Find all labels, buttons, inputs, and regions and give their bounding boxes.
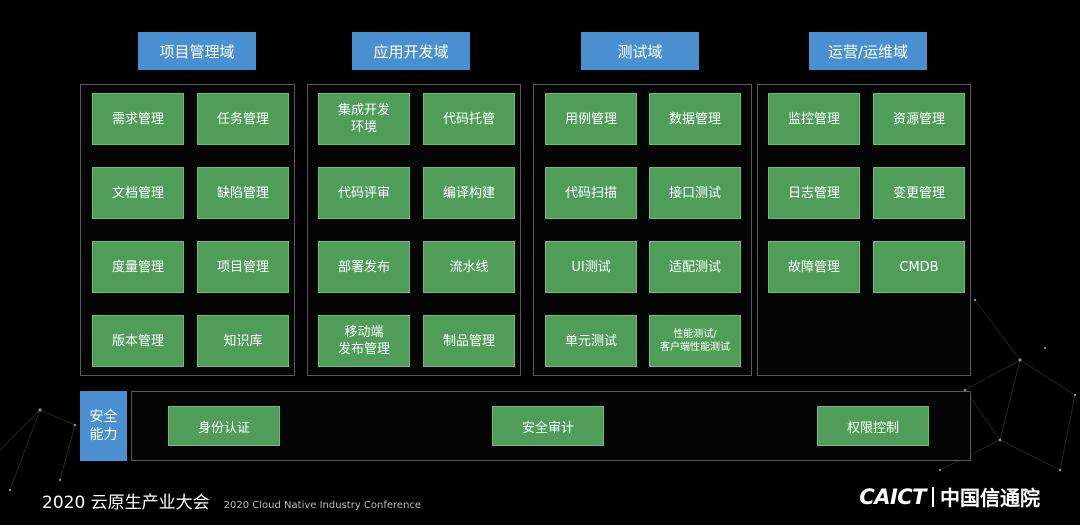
security-label: 安全 能力 bbox=[80, 391, 127, 461]
tile-compat-test[interactable]: 适配测试 bbox=[649, 241, 741, 293]
tile-unit-test[interactable]: 单元测试 bbox=[545, 315, 637, 367]
tile-security-audit[interactable]: 安全审计 bbox=[492, 406, 604, 446]
domain-title-project-management: 项目管理域 bbox=[138, 32, 256, 70]
tile-artifacts[interactable]: 制品管理 bbox=[423, 315, 515, 367]
conference-branding: 2020 云原生产业大会 2020 Cloud Native Industry … bbox=[42, 488, 421, 513]
tile-code-review[interactable]: 代码评审 bbox=[318, 167, 410, 219]
tile-logs[interactable]: 日志管理 bbox=[768, 167, 860, 219]
tile-cmdb[interactable]: CMDB bbox=[873, 241, 965, 293]
domain-title-app-development: 应用开发域 bbox=[352, 32, 470, 70]
tile-deploy[interactable]: 部署发布 bbox=[318, 241, 410, 293]
tile-metrics[interactable]: 度量管理 bbox=[92, 241, 184, 293]
tile-build[interactable]: 编译构建 bbox=[423, 167, 515, 219]
tile-tasks[interactable]: 任务管理 bbox=[197, 93, 289, 145]
tile-authentication[interactable]: 身份认证 bbox=[168, 406, 280, 446]
conference-title-en: 2020 Cloud Native Industry Conference bbox=[223, 500, 422, 511]
tile-resources[interactable]: 资源管理 bbox=[873, 93, 965, 145]
tile-api-test[interactable]: 接口测试 bbox=[649, 167, 741, 219]
tile-incidents[interactable]: 故障管理 bbox=[768, 241, 860, 293]
tile-ide[interactable]: 集成开发 环境 bbox=[318, 93, 410, 145]
caict-logo-cn: 中国信通院 bbox=[940, 486, 1040, 510]
tile-versions[interactable]: 版本管理 bbox=[92, 315, 184, 367]
caict-logo-text: CAICT bbox=[859, 484, 926, 509]
caict-logo: CAICT 中国信通院 bbox=[859, 482, 1040, 511]
tile-documents[interactable]: 文档管理 bbox=[92, 167, 184, 219]
tile-code-scan[interactable]: 代码扫描 bbox=[545, 167, 637, 219]
tile-test-cases[interactable]: 用例管理 bbox=[545, 93, 637, 145]
logo-divider bbox=[932, 486, 934, 507]
tile-knowledge-base[interactable]: 知识库 bbox=[197, 315, 289, 367]
tile-code-hosting[interactable]: 代码托管 bbox=[423, 93, 515, 145]
tile-defects[interactable]: 缺陷管理 bbox=[197, 167, 289, 219]
tile-changes[interactable]: 变更管理 bbox=[873, 167, 965, 219]
tile-requirements[interactable]: 需求管理 bbox=[92, 93, 184, 145]
tile-pipeline[interactable]: 流水线 bbox=[423, 241, 515, 293]
tile-monitoring[interactable]: 监控管理 bbox=[768, 93, 860, 145]
tile-perf-test[interactable]: 性能测试/ 客户端性能测试 bbox=[649, 315, 741, 367]
tile-mobile-release[interactable]: 移动端 发布管理 bbox=[318, 315, 410, 367]
tile-ui-test[interactable]: UI测试 bbox=[545, 241, 637, 293]
conference-title-cn: 2020 云原生产业大会 bbox=[42, 493, 210, 513]
tile-access-control[interactable]: 权限控制 bbox=[817, 406, 929, 446]
tile-test-data[interactable]: 数据管理 bbox=[649, 93, 741, 145]
domain-title-operations: 运营/运维域 bbox=[809, 32, 927, 70]
tile-projects[interactable]: 项目管理 bbox=[197, 241, 289, 293]
domain-title-testing: 测试域 bbox=[581, 32, 699, 70]
